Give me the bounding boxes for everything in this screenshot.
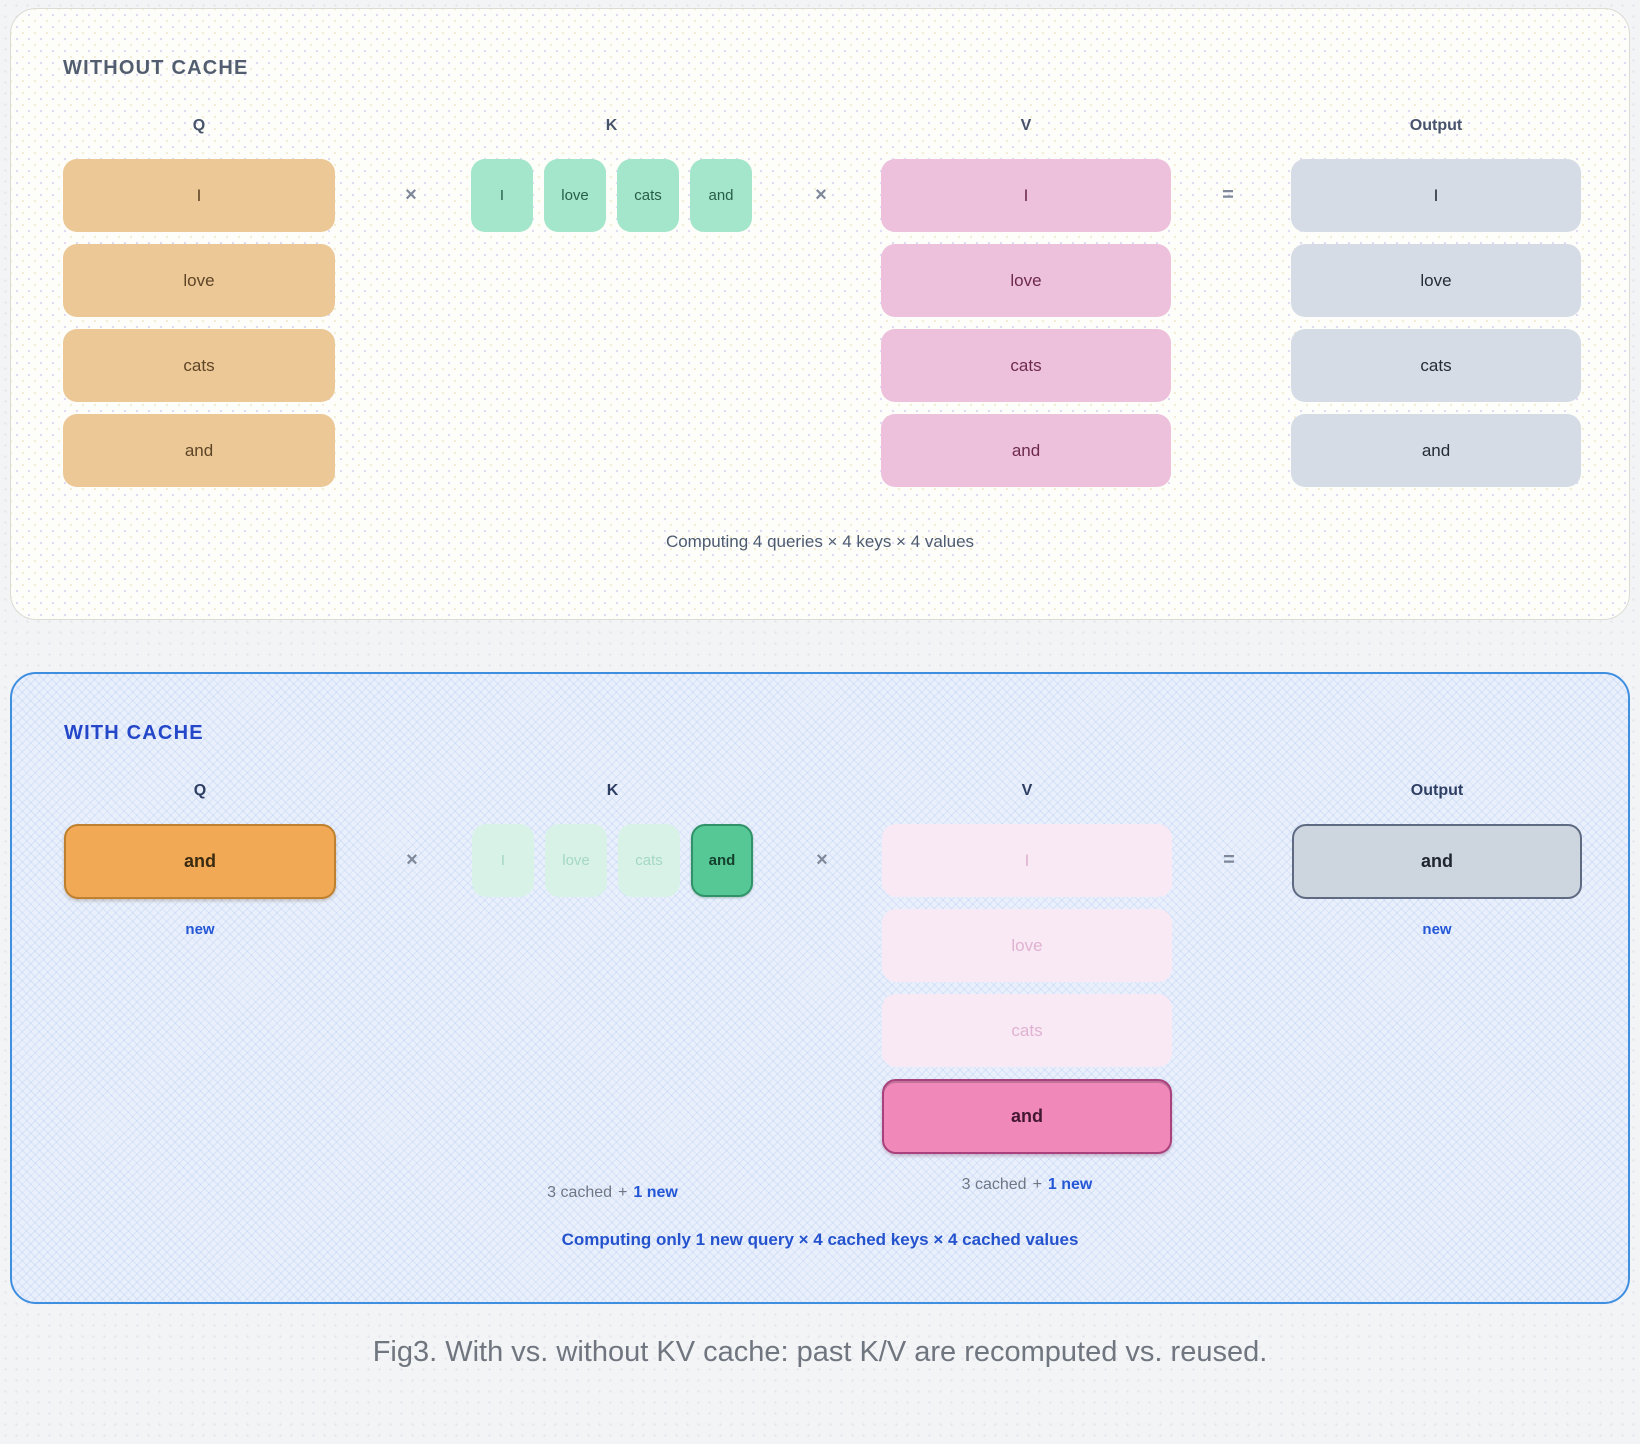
v-column-header: V: [1020, 117, 1032, 134]
k-token-row: I love cats and: [472, 824, 753, 897]
with-cache-title: WITH CACHE: [64, 722, 204, 744]
k-cached-token-box: I: [472, 824, 534, 897]
q-column-header: Q: [193, 782, 207, 799]
output-token-box: love: [1291, 244, 1581, 317]
multiply-operator: ×: [406, 849, 418, 871]
k-token-box: cats: [617, 159, 679, 232]
k-cached-token-box: love: [545, 824, 607, 897]
output-column: Output and: [1292, 779, 1582, 899]
output-column-header: Output: [1409, 117, 1463, 134]
multiply-operator: ×: [816, 849, 828, 871]
without-cache-panel: WITHOUT CACHE Q I love cats and × K I lo…: [10, 8, 1630, 620]
output-new-label: new: [1422, 921, 1452, 938]
v-column: V I love cats and: [882, 779, 1172, 1154]
k-column: K I love cats and: [471, 114, 752, 232]
plus-sign: +: [1032, 1176, 1042, 1193]
v-token-box: cats: [881, 329, 1171, 402]
output-new-token-box: and: [1292, 824, 1582, 899]
v-new-count: 1 new: [1047, 1176, 1093, 1193]
q-column-header: Q: [192, 117, 206, 134]
v-column-header: V: [1021, 782, 1033, 799]
q-new-label: new: [185, 921, 215, 938]
k-column-header: K: [605, 117, 618, 134]
without-cache-title: WITHOUT CACHE: [63, 57, 249, 79]
output-token-stack: and: [1292, 824, 1582, 899]
with-cache-caption: Computing only 1 new query × 4 cached ke…: [561, 1230, 1079, 1249]
q-token-box: cats: [63, 329, 335, 402]
q-token-stack: I love cats and: [63, 159, 335, 487]
v-cached-token-box: cats: [882, 994, 1172, 1067]
q-token-box: I: [63, 159, 335, 232]
v-token-stack: I love cats and: [882, 824, 1172, 1154]
v-token-box: I: [881, 159, 1171, 232]
output-token-box: cats: [1291, 329, 1581, 402]
k-cached-token-box: cats: [618, 824, 680, 897]
with-cache-panel: WITH CACHE Q and new × K I love cats and…: [10, 672, 1630, 1304]
k-cached-count: 3 cached: [547, 1184, 613, 1201]
k-token-box: and: [690, 159, 752, 232]
q-column: Q I love cats and: [63, 114, 335, 487]
v-token-box: love: [881, 244, 1171, 317]
multiply-operator: ×: [405, 184, 417, 206]
v-new-token-box: and: [882, 1079, 1172, 1154]
v-cached-token-box: love: [882, 909, 1172, 982]
v-column: V I love cats and: [881, 114, 1171, 487]
k-cache-count-note: 3 cached +1 new: [472, 1184, 753, 1202]
k-column: K I love cats and: [472, 779, 753, 897]
q-column: Q and: [64, 779, 336, 899]
k-token-row: I love cats and: [471, 159, 752, 232]
q-token-stack: and: [64, 824, 336, 899]
v-token-stack: I love cats and: [881, 159, 1171, 487]
output-column-header: Output: [1410, 782, 1464, 799]
v-token-box: and: [881, 414, 1171, 487]
k-column-header: K: [606, 782, 619, 799]
v-cached-count: 3 cached: [961, 1176, 1027, 1193]
output-token-stack: I love cats and: [1291, 159, 1581, 487]
q-token-box: and: [63, 414, 335, 487]
output-token-box: and: [1291, 414, 1581, 487]
q-token-box: love: [63, 244, 335, 317]
k-token-box: love: [544, 159, 606, 232]
output-token-box: I: [1291, 159, 1581, 232]
equals-operator: =: [1222, 184, 1234, 206]
k-new-count: 1 new: [633, 1184, 678, 1201]
plus-sign: +: [618, 1184, 628, 1201]
without-cache-caption: Computing 4 queries × 4 keys × 4 values: [665, 532, 975, 551]
k-new-token-box: and: [691, 824, 753, 897]
equals-operator: =: [1223, 849, 1235, 871]
k-token-box: I: [471, 159, 533, 232]
output-column: Output I love cats and: [1291, 114, 1581, 487]
v-cache-count-note: 3 cached +1 new: [882, 1176, 1172, 1194]
q-new-token-box: and: [64, 824, 336, 899]
multiply-operator: ×: [815, 184, 827, 206]
v-cached-token-box: I: [882, 824, 1172, 897]
figure-caption: Fig3. With vs. without KV cache: past K/…: [372, 1336, 1268, 1368]
